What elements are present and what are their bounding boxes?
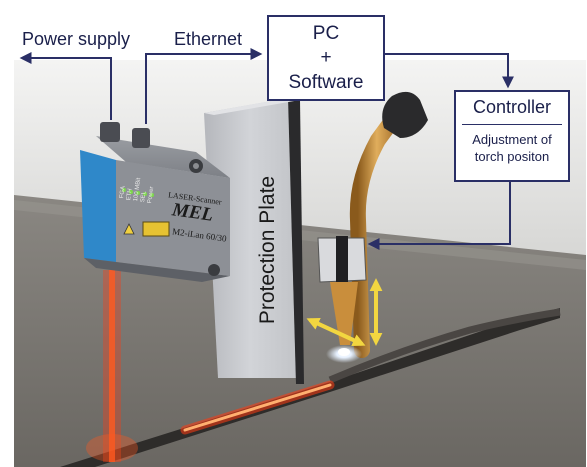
pc-software-box: PC + Software bbox=[267, 15, 385, 101]
ethernet-label: Ethernet bbox=[174, 29, 243, 49]
protection-plate bbox=[204, 98, 296, 378]
controller-title: Controller bbox=[472, 97, 552, 117]
protection-plate-label: Protection Plate bbox=[256, 175, 279, 325]
ethernet-line bbox=[145, 48, 263, 124]
weld-seam bbox=[60, 308, 560, 467]
controller-box: Controller Adjustment of torch positon bbox=[454, 90, 570, 182]
arrow-lateral-adjust bbox=[306, 317, 366, 347]
controller-desc-line1: Adjustment of bbox=[472, 132, 552, 147]
controller-divider bbox=[462, 124, 562, 125]
pc-label: PC bbox=[312, 23, 340, 44]
controller-desc-line2: torch positon bbox=[474, 149, 550, 164]
welding-torch bbox=[317, 91, 428, 363]
controller-description: Adjustment of torch positon bbox=[456, 131, 568, 165]
power-supply-label: Power supply bbox=[22, 29, 131, 49]
software-label: Software bbox=[288, 72, 364, 93]
power-supply-line bbox=[19, 52, 112, 120]
controller-to-torch-line bbox=[367, 182, 511, 250]
plus-label: + bbox=[320, 47, 332, 68]
pc-to-controller-line bbox=[385, 53, 514, 89]
laser-scanner bbox=[80, 122, 230, 282]
